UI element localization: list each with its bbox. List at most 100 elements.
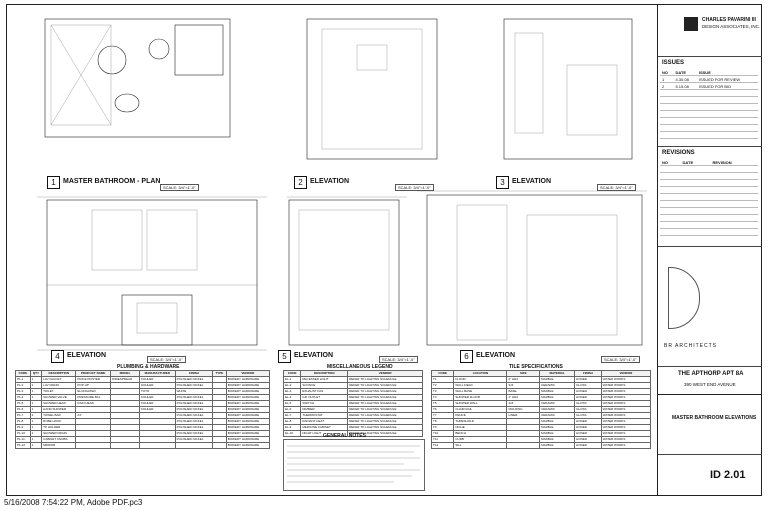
view-number: 4 — [51, 350, 64, 363]
title-block: CHARLES PAVARINI III DESIGN ASSOCIATES, … — [657, 5, 762, 495]
issue-cell: 5.15.08 — [673, 82, 697, 90]
drawing-sheet: 1 MASTER BATHROOM - PLAN SCALE: 3/4"=1'-… — [6, 4, 762, 496]
view-scale: SCALE: 3/4"=1'-0" — [395, 184, 434, 191]
table-cell — [212, 442, 227, 449]
issues-header: ISSUE — [696, 69, 758, 76]
revision-cell — [680, 200, 711, 208]
view-title: ELEVATION — [476, 352, 516, 359]
revisions-header: DATE — [680, 159, 711, 166]
schedule-title: PLUMBING & HARDWARE — [117, 364, 180, 370]
issue-cell — [673, 131, 697, 139]
table-cell: NIGHT LIGHT — [300, 430, 349, 437]
revision-cell — [710, 228, 758, 236]
linework — [37, 18, 647, 351]
revision-row-empty — [660, 207, 758, 215]
issue-row-empty — [660, 117, 758, 125]
revision-cell — [660, 228, 681, 236]
table-cell: T12 — [430, 442, 455, 449]
issue-cell: ISSUED FOR REVIEW — [696, 75, 758, 83]
revision-cell — [660, 193, 681, 201]
revision-cell — [680, 207, 711, 215]
architect-block: BR ARCHITECTS — [658, 247, 762, 367]
view-number: 5 — [278, 350, 291, 363]
table-cell: SILL — [453, 442, 508, 449]
view-scale: SCALE: 3/4"=1'-0" — [601, 356, 640, 363]
revision-cell — [680, 193, 711, 201]
issue-cell: 4.30.08 — [673, 75, 697, 83]
revision-cell — [660, 221, 681, 229]
plot-footer: 5/16/2008 7:54:22 PM, Adobe PDF.pc3 — [4, 498, 143, 507]
view-scale: SCALE: 3/4"=1'-0" — [597, 184, 636, 191]
issues-title: ISSUES — [662, 60, 685, 66]
firm-block: CHARLES PAVARINI III DESIGN ASSOCIATES, … — [658, 5, 762, 57]
issue-cell — [673, 124, 697, 132]
issue-cell — [673, 103, 697, 111]
issue-cell — [696, 103, 758, 111]
issue-cell — [673, 110, 697, 118]
issue-cell: ISSUED FOR BID — [696, 82, 758, 90]
view-scale: SCALE: 3/4"=1'-0" — [379, 356, 418, 363]
revision-cell — [710, 172, 758, 180]
issue-cell — [660, 131, 674, 139]
revision-cell — [710, 221, 758, 229]
revision-row-empty — [660, 165, 758, 173]
issue-cell: 1 — [660, 75, 674, 83]
table-cell — [75, 442, 111, 449]
issues-header: DATE — [673, 69, 697, 76]
issue-row-empty — [660, 124, 758, 132]
revision-cell — [660, 214, 681, 222]
revision-row-empty — [660, 186, 758, 194]
issue-cell — [660, 124, 674, 132]
schedule-title: MISCELLANEOUS LEGEND — [327, 364, 393, 370]
issue-cell — [660, 96, 674, 104]
table-cell: MARBLE — [539, 442, 576, 449]
sheet-info-block: MASTER BATHROOM ELEVATIONS — [658, 395, 762, 455]
table-cell: EL-10 — [282, 430, 302, 437]
project-name: THE APTHORP APT 8A — [678, 371, 744, 377]
table-cell: HONED — [574, 442, 602, 449]
table-cell: BOWERY HARDWARE — [225, 442, 271, 449]
issue-row-empty — [660, 89, 758, 97]
issues-header: NO — [660, 69, 674, 76]
view-number: 3 — [496, 176, 509, 189]
revision-row-empty — [660, 172, 758, 180]
revision-row-empty — [660, 200, 758, 208]
revision-cell — [680, 214, 711, 222]
view-title: ELEVATION — [294, 352, 334, 359]
issue-cell — [696, 89, 758, 97]
view-title: ELEVATION — [512, 178, 552, 185]
view-scale: SCALE: 3/4"=1'-0" — [147, 356, 186, 363]
issue-row-empty — [660, 131, 758, 139]
revision-cell — [680, 172, 711, 180]
revision-cell — [660, 200, 681, 208]
issue-cell — [673, 117, 697, 125]
view-number: 1 — [47, 176, 60, 189]
issue-cell — [673, 96, 697, 104]
issue-cell — [696, 110, 758, 118]
revision-cell — [680, 165, 711, 173]
revision-cell — [680, 221, 711, 229]
firm-name: CHARLES PAVARINI III — [702, 17, 756, 23]
revision-row-empty — [660, 193, 758, 201]
revision-cell — [660, 179, 681, 187]
revision-cell — [710, 186, 758, 194]
issue-cell — [660, 117, 674, 125]
revision-cell — [660, 172, 681, 180]
issue-cell — [696, 96, 758, 104]
